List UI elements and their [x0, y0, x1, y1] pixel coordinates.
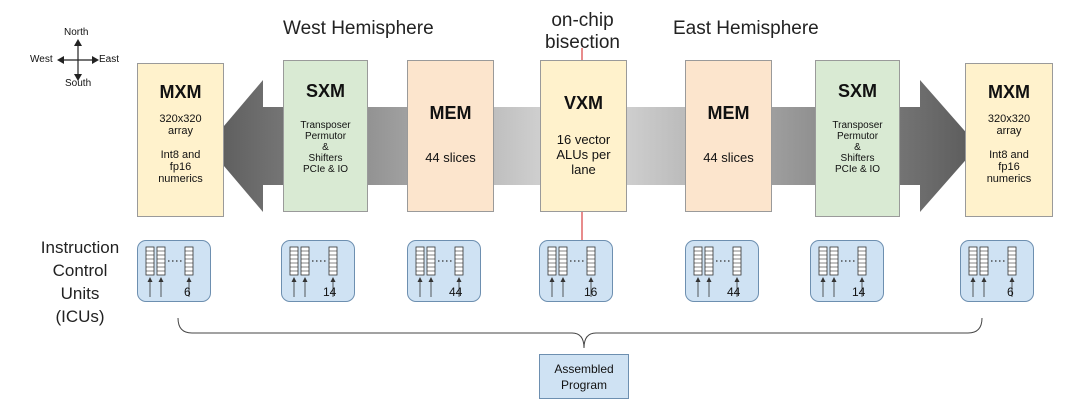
icu-label-line3: Units: [60, 284, 100, 303]
assembled-program-line1: Assembled: [554, 362, 614, 376]
sxm-east-line1: Transposer: [832, 120, 883, 131]
mxm-west-line3: Int8 and: [160, 149, 201, 161]
mem-east-block: MEM 44 slices: [685, 60, 772, 212]
icu-label-line1: Instruction: [40, 238, 120, 257]
icu-count: 14: [323, 285, 337, 299]
assembled-program-box: Assembled Program: [539, 354, 629, 399]
sxm-west-block: SXM Transposer Permutor & Shifters PCIe …: [283, 60, 368, 212]
compass-rose: North South West East: [30, 20, 140, 100]
sxm-west-line4: Shifters: [308, 153, 343, 164]
icu-count: 6: [184, 285, 191, 299]
bisection-label: on-chip bisection: [530, 10, 635, 54]
compass-south: South: [65, 78, 92, 89]
icu-count: 14: [852, 285, 866, 299]
icu-side-label: Instruction Control Units (ICUs): [28, 236, 132, 328]
icu-queue-icon: [818, 246, 867, 297]
mem-west-line1: 44 slices: [425, 150, 476, 165]
icu-count: 44: [727, 285, 741, 299]
program-brace: [177, 317, 983, 349]
mem-west-block: MEM 44 slices: [407, 60, 494, 212]
sxm-east-title: SXM: [837, 81, 877, 101]
mxm-west-line4: fp16: [169, 161, 192, 173]
icu-box-mem-east: 44: [685, 240, 759, 302]
sxm-east-line2: Permutor: [836, 131, 879, 142]
icu-box-sxm-east: 14: [810, 240, 884, 302]
mxm-east-block: MXM 320x320 array Int8 and fp16 numerics: [965, 63, 1053, 217]
vxm-line1: 16 vector: [556, 132, 611, 147]
bisection-label-line1: on-chip: [551, 10, 614, 31]
mxm-east-line2: array: [996, 125, 1022, 137]
mem-east-title: MEM: [707, 103, 750, 123]
compass-west: West: [30, 54, 53, 65]
icu-box-mxm-east: 6: [960, 240, 1034, 302]
sxm-west-line1: Transposer: [300, 120, 351, 131]
sxm-west-title: SXM: [305, 81, 345, 101]
mem-west-title: MEM: [429, 103, 472, 123]
mxm-west-line5: numerics: [158, 173, 203, 185]
vxm-title: VXM: [563, 93, 603, 113]
icu-queue-icon: [693, 246, 742, 297]
sxm-west-line2: Permutor: [304, 131, 347, 142]
icu-label-line2: Control: [52, 261, 108, 280]
icu-count: 6: [1007, 285, 1014, 299]
icu-queue-icon: [145, 246, 194, 297]
vxm-line3: lane: [571, 162, 596, 177]
vxm-block: VXM 16 vector ALUs per lane: [540, 60, 627, 212]
icu-box-sxm-west: 14: [281, 240, 355, 302]
icu-box-vxm: 16: [539, 240, 613, 302]
bisection-label-line2: bisection: [545, 32, 620, 53]
sxm-east-line3: &: [854, 142, 861, 153]
mxm-east-title: MXM: [988, 82, 1030, 102]
icu-box-mem-west: 44: [407, 240, 481, 302]
icu-queue-icon: [968, 246, 1017, 297]
mxm-east-line4: fp16: [998, 161, 1020, 173]
west-hemisphere-title: West Hemisphere: [283, 18, 434, 39]
mxm-west-title: MXM: [159, 82, 202, 102]
mxm-east-line1: 320x320: [987, 113, 1031, 125]
assembled-program-line2: Program: [560, 378, 607, 392]
vxm-line2: ALUs per: [556, 147, 611, 162]
mxm-east-line5: numerics: [986, 173, 1032, 185]
sxm-east-line4: Shifters: [840, 153, 875, 164]
icu-queue-icon: [547, 246, 596, 297]
mem-east-line1: 44 slices: [703, 150, 754, 165]
east-hemisphere-title: East Hemisphere: [673, 18, 819, 39]
icu-box-mxm-west: 6: [137, 240, 211, 302]
icu-count: 44: [449, 285, 463, 299]
compass-north: North: [64, 27, 89, 38]
sxm-west-line5: PCIe & IO: [302, 164, 348, 175]
sxm-west-line3: &: [322, 142, 329, 153]
compass-arrows-icon: [57, 39, 99, 81]
icu-queue-icon: [289, 246, 338, 297]
mxm-east-line3: Int8 and: [989, 149, 1029, 161]
mxm-west-line1: 320x320: [159, 113, 202, 125]
sxm-east-block: SXM Transposer Permutor & Shifters PCIe …: [815, 60, 900, 217]
mxm-west-block: MXM 320x320 array Int8 and fp16 numerics: [137, 63, 224, 217]
mxm-west-line2: array: [167, 125, 194, 137]
sxm-east-line5: PCIe & IO: [834, 164, 880, 175]
icu-label-line4: (ICUs): [55, 307, 105, 326]
east-arrow: [625, 80, 978, 212]
icu-count: 16: [584, 285, 598, 299]
compass-east: East: [99, 54, 120, 65]
icu-queue-icon: [415, 246, 464, 297]
